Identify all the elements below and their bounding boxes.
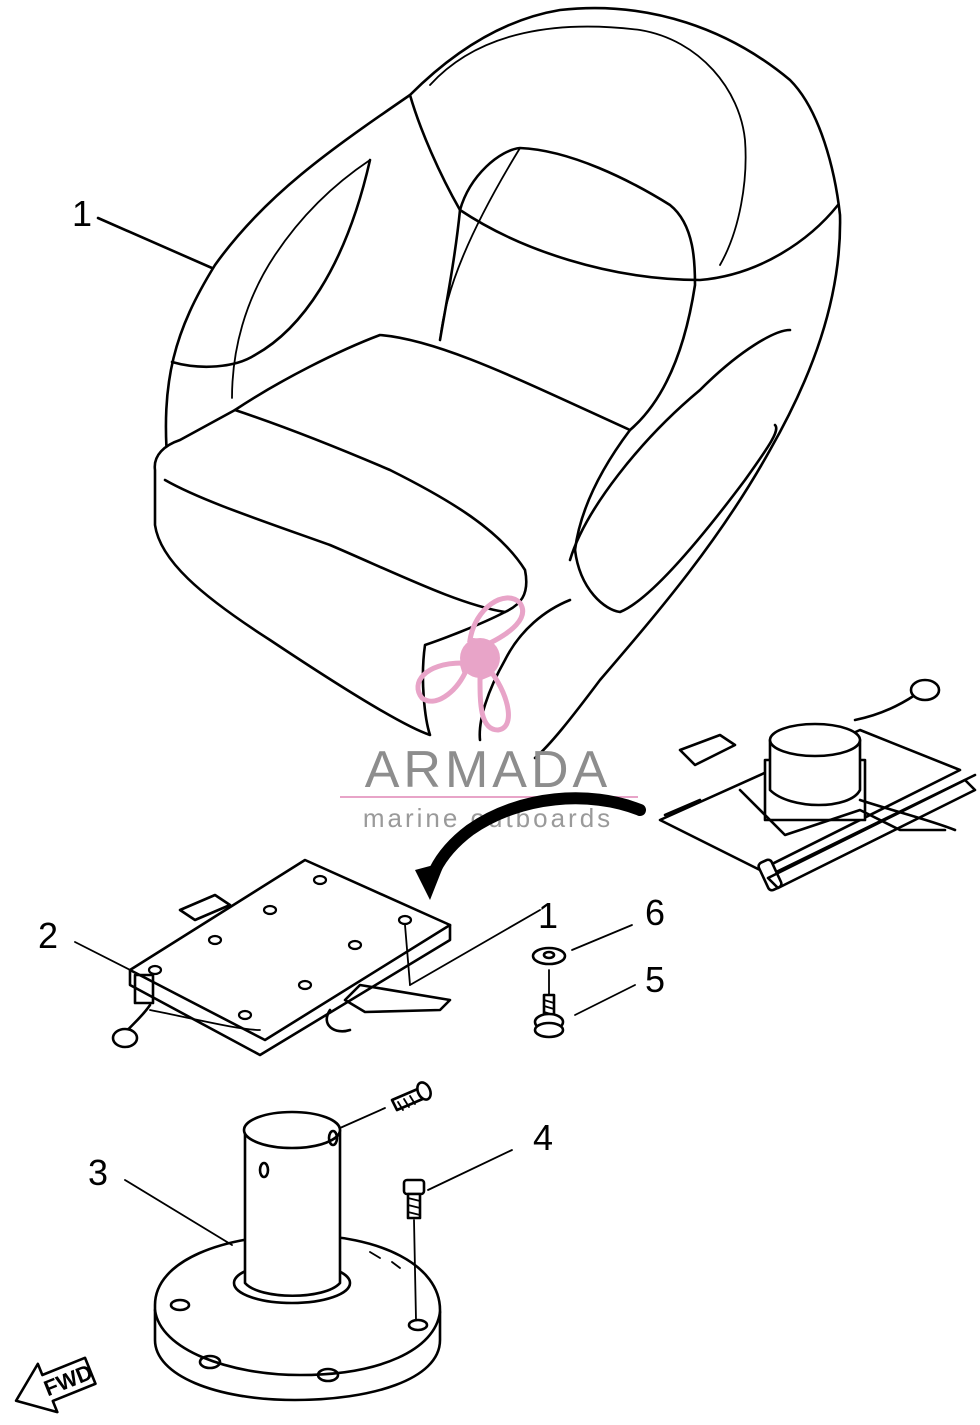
callout-seat-plate-bolt: 1 — [538, 895, 558, 936]
fwd-arrow-icon: FWD — [14, 1356, 97, 1414]
callout-screw: 5 — [645, 959, 665, 1000]
transfer-arrow-icon — [415, 792, 646, 900]
washer-drawing — [531, 924, 633, 966]
callout-pedestal-bolt: 4 — [533, 1117, 553, 1158]
callout-labels: 1 1 2 3 4 5 6 — [38, 193, 665, 1193]
pedestal-drawing — [124, 1110, 442, 1402]
screw-drawing — [533, 969, 636, 1039]
callout-pedestal: 3 — [88, 1152, 108, 1193]
callout-seat: 1 — [72, 193, 92, 234]
callout-washer: 6 — [645, 892, 665, 933]
pedestal-side-bolt-drawing — [339, 1081, 432, 1129]
seat-drawing — [96, 6, 842, 760]
swivel-underside-view — [658, 678, 977, 892]
watermark: ARMADA marine outboards — [340, 595, 638, 833]
pedestal-bolt-drawing — [402, 1149, 513, 1321]
callout-swivel-plate: 2 — [38, 915, 58, 956]
swivel-plate-drawing — [74, 858, 541, 1057]
propeller-logo-icon — [415, 595, 526, 733]
watermark-brand: ARMADA — [365, 741, 611, 799]
